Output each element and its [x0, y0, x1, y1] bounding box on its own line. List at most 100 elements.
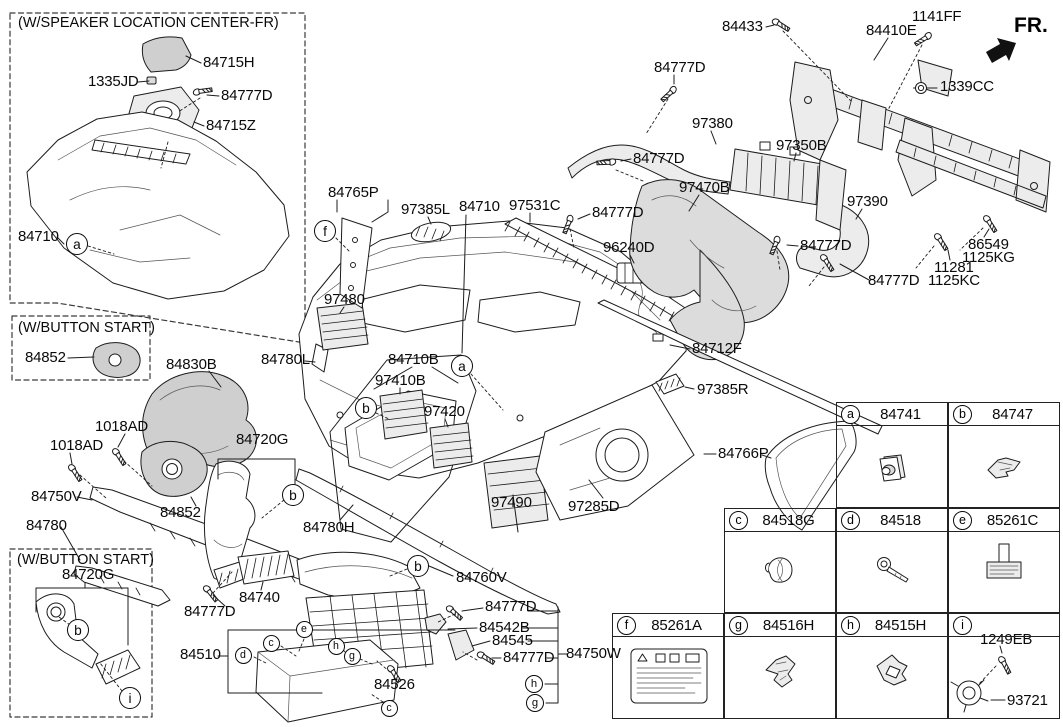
- part-label[interactable]: 84777D: [654, 59, 706, 76]
- part-label[interactable]: 1141FF: [912, 8, 962, 25]
- part-label[interactable]: 97531C: [509, 197, 561, 214]
- crash-pad-garnish-strip: [597, 299, 883, 435]
- center-speaker-cover: [141, 36, 192, 73]
- callout-circle-b: b: [355, 397, 377, 419]
- part-label[interactable]: 84780H: [303, 519, 355, 536]
- part-label[interactable]: 97480: [324, 291, 365, 308]
- part-label[interactable]: 84720G: [236, 431, 289, 448]
- table-cell-b[interactable]: b 84747: [948, 402, 1060, 508]
- part-label[interactable]: 84410E: [866, 22, 917, 39]
- part-label[interactable]: 1339CC: [940, 78, 994, 95]
- table-cell-f[interactable]: f 85261A: [612, 613, 724, 719]
- part-label[interactable]: 84777D: [592, 204, 644, 221]
- part-label[interactable]: 84433: [722, 18, 763, 35]
- part-label[interactable]: 84777D: [184, 603, 236, 620]
- part-label[interactable]: 84780: [26, 517, 67, 534]
- part-label[interactable]: 84710: [18, 228, 59, 245]
- speaker-option-box: [9, 12, 306, 344]
- part-label[interactable]: 84777D: [221, 87, 273, 104]
- part-label[interactable]: 84710: [459, 198, 500, 215]
- lower-trim-strip: [73, 565, 171, 607]
- callout-circle-g: g: [526, 694, 544, 712]
- lower-garnish-strip: [295, 468, 561, 615]
- passenger-vent: [483, 455, 549, 529]
- center-vent-left: [379, 389, 428, 440]
- glovebox-damper: [447, 629, 475, 661]
- part-label[interactable]: 84542B: [479, 619, 530, 636]
- part-label[interactable]: 97380: [692, 115, 733, 132]
- part-label[interactable]: 84715H: [203, 54, 255, 71]
- clip-84516h-icon: [765, 655, 796, 688]
- glovebox-bin: [255, 639, 399, 723]
- part-label[interactable]: 84712F: [692, 340, 742, 357]
- table-callout-e: e: [953, 510, 972, 530]
- part-label[interactable]: 84526: [374, 676, 415, 693]
- tray-panel: [535, 384, 695, 521]
- part-label[interactable]: 84830B: [166, 356, 217, 373]
- part-label[interactable]: 1335JD: [88, 73, 139, 90]
- part-number: 84516H: [762, 616, 815, 634]
- part-label[interactable]: 1018AD: [95, 418, 149, 435]
- part-label[interactable]: 97385R: [697, 381, 749, 398]
- part-label[interactable]: 84710B: [388, 351, 439, 368]
- sensor-93721-icon: [950, 679, 989, 713]
- part-label[interactable]: 97350B: [776, 137, 827, 154]
- part-label[interactable]: 97285D: [568, 498, 620, 515]
- part-label[interactable]: 84720G: [62, 566, 115, 583]
- part-label[interactable]: 84545: [492, 632, 533, 649]
- part-label[interactable]: 84760V: [456, 569, 507, 586]
- part-number: 85261A: [651, 616, 702, 634]
- clip-1335jd: [146, 76, 157, 85]
- part-label[interactable]: 84777D: [485, 598, 537, 615]
- callout-circle-a: a: [451, 355, 473, 377]
- part-label[interactable]: 97410B: [375, 372, 426, 389]
- part-label[interactable]: 84750V: [31, 488, 82, 505]
- callout-circle-h: h: [327, 637, 345, 655]
- part-label[interactable]: 84740: [239, 589, 280, 606]
- callout-circle-b: b: [407, 555, 429, 577]
- part-label[interactable]: 84510: [180, 646, 221, 663]
- part-label[interactable]: 1125KC: [928, 272, 980, 289]
- grommet-84518g-icon: [765, 557, 793, 583]
- clip-84515h-icon: [876, 654, 908, 686]
- callout-circle-f: f: [314, 220, 336, 242]
- part-label[interactable]: 1125KG: [962, 249, 1015, 266]
- part-label[interactable]: 84780L: [261, 351, 310, 368]
- part-label[interactable]: 11281: [934, 259, 974, 276]
- callout-circle-g: g: [343, 647, 361, 665]
- part-label[interactable]: 97470B: [679, 179, 730, 196]
- part-label[interactable]: 84765P: [328, 184, 379, 201]
- part-label[interactable]: 96240D: [603, 239, 655, 256]
- part-label[interactable]: 84777D: [503, 649, 555, 666]
- part-label[interactable]: 86549: [968, 236, 1009, 253]
- center-vent-right: [429, 422, 473, 469]
- part-label[interactable]: 93721: [1007, 692, 1048, 709]
- table-cell-i[interactable]: i: [948, 613, 1060, 719]
- part-label[interactable]: 84852: [25, 349, 66, 366]
- part-label[interactable]: 84852: [160, 504, 201, 521]
- part-number: 84747: [992, 405, 1033, 423]
- side-pillar-trim: [339, 217, 373, 309]
- part-label[interactable]: 84777D: [633, 150, 685, 167]
- part-label[interactable]: 97385L: [401, 201, 450, 218]
- part-label[interactable]: 97390: [847, 193, 888, 210]
- part-label[interactable]: 84777D: [868, 272, 920, 289]
- part-label[interactable]: 84766P: [718, 445, 769, 462]
- part-label[interactable]: 97420: [424, 403, 465, 420]
- button-start-upper-box: [11, 315, 151, 381]
- part-label[interactable]: 84750W: [566, 645, 621, 662]
- table-callout-f: f: [617, 615, 636, 635]
- part-label[interactable]: 1249EB: [980, 631, 1033, 648]
- table-callout-b: b: [953, 404, 972, 424]
- part-label[interactable]: 97490: [491, 494, 532, 511]
- part-label[interactable]: 1018AD: [50, 437, 104, 454]
- part-label[interactable]: 84777D: [800, 237, 852, 254]
- part-number: 84518G: [762, 511, 815, 529]
- part-label[interactable]: 84715Z: [206, 117, 256, 134]
